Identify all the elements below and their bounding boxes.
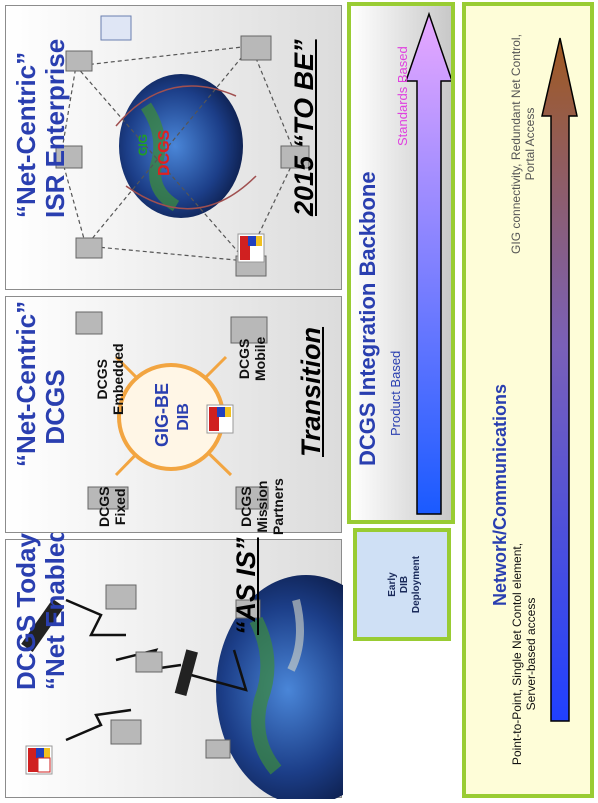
to-be-title-line2: ISR Enterprise [40, 38, 70, 218]
node-fixed-line1: DCGS [96, 486, 112, 527]
hub-top-label: GIG-BE [152, 382, 172, 447]
node-fixed: DCGS Fixed [96, 487, 128, 527]
node-partners-line3: Partners [270, 478, 286, 535]
node-embedded: DCGS Embedded [94, 343, 126, 415]
node-embedded-line2: Embedded [110, 343, 126, 415]
gig-label: GIG [136, 133, 150, 156]
as-is-caption: “AS IS” [231, 537, 261, 635]
network-arrow [541, 37, 578, 722]
network-end-line2: Portal Access [523, 107, 537, 181]
computer-terminal-icon [100, 15, 132, 41]
transition-title: “Net-Centric” DCGS [11, 300, 72, 467]
to-be-title-line1: “Net-Centric” [11, 51, 41, 218]
transition-panel: “Net-Centric” DCGS GIG-BE DIB DCGS Embed… [5, 296, 342, 535]
ground-station-icon [105, 584, 261, 759]
backbone-arrow [404, 11, 451, 515]
node-fixed-line2: Fixed [112, 488, 128, 526]
backbone-title: DCGS Integration Backbone [355, 171, 380, 466]
early-dib-line2: DIB [399, 575, 410, 594]
early-dib-text: Early DIB Deployment [387, 547, 423, 622]
node-embedded-line1: DCGS [94, 358, 110, 400]
hub-labels: GIG-BE DIB [151, 382, 195, 447]
coalition-flags-icon [237, 233, 265, 263]
early-dib-line3: Deployment [411, 555, 422, 614]
node-mobile: DCGS Mobile [236, 337, 268, 381]
coalition-flags-icon [25, 745, 53, 775]
early-dib-box: Early DIB Deployment [353, 528, 451, 641]
backbone-start-label: Product Based [388, 350, 403, 436]
network-start-line2: Server-based access [524, 597, 538, 711]
earth-globe-icon [216, 575, 343, 799]
ground-station-icon [55, 35, 310, 277]
network-title: Network/Communications [490, 383, 510, 606]
network-start-note: Point-to-Point, Single Net Contol elemen… [510, 519, 538, 789]
ground-station-icon [75, 311, 269, 510]
to-be-caption: 2015 “TO BE” [289, 39, 319, 216]
to-be-title: “Net-Centric” ISR Enterprise [11, 38, 72, 218]
as-is-title-line1: DCGS Today [11, 533, 41, 690]
aircraft-icon [21, 598, 198, 696]
node-partners-line2: Mission [254, 480, 270, 533]
as-is-title: DCGS Today “Net Enabled” [11, 513, 72, 690]
network-end-note: GIG connectivity, Redundant Net Control,… [509, 14, 537, 274]
backbone-box: DCGS Integration Backbone Product Based … [347, 2, 455, 524]
network-end-line1: GIG connectivity, Redundant Net Control, [509, 34, 523, 254]
as-is-panel: DCGS Today “Net Enabled” “AS IS” [5, 513, 343, 799]
globe-label: DCGS [156, 129, 173, 176]
as-is-title-line2: “Net Enabled” [40, 513, 70, 690]
node-mobile-line1: DCGS [236, 338, 252, 380]
hub-bottom-label: DIB [175, 403, 192, 431]
network-start-line1: Point-to-Point, Single Net Contol elemen… [510, 542, 524, 766]
node-partners: DCGS Mission Partners [238, 478, 286, 535]
node-mobile-line2: Mobile [252, 336, 268, 381]
transition-title-line2: DCGS [40, 369, 70, 445]
coalition-flags-icon [206, 404, 234, 434]
node-partners-line1: DCGS [238, 486, 254, 527]
transition-hub-diagram [75, 311, 269, 510]
earth-globe-icon [119, 74, 243, 218]
transition-caption: Transition [296, 326, 326, 457]
as-is-illustration [21, 575, 343, 799]
backbone-end-label: Standards Based [395, 46, 410, 146]
to-be-illustration [55, 15, 310, 277]
transition-title-line1: “Net-Centric” [11, 300, 41, 467]
early-dib-line1: Early [387, 572, 398, 597]
network-box: Network/Communications Point-to-Point, S… [462, 2, 594, 798]
to-be-panel: “Net-Centric” ISR Enterprise DCGS GIG 20… [5, 5, 342, 290]
